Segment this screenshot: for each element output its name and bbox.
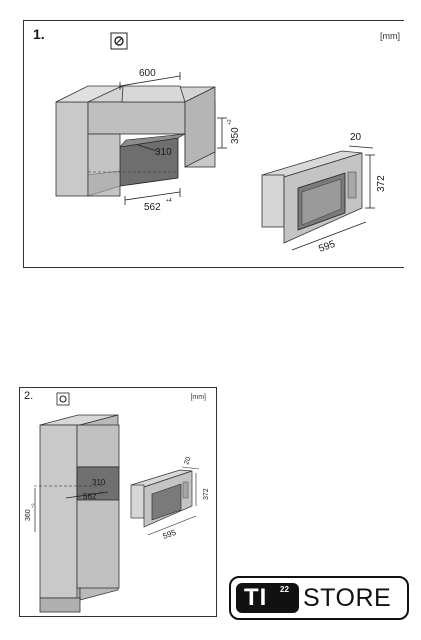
dimension-350: 350 +2	[217, 117, 241, 149]
dimension-372: 372	[365, 154, 387, 209]
step-number: 2.	[24, 390, 34, 402]
wall-cabinet	[55, 85, 216, 197]
dim-appliance-width: 595	[317, 239, 337, 255]
dim-niche-width: 562	[144, 202, 161, 213]
dimension-310: 310	[92, 478, 106, 487]
logo-superscript: 22	[280, 585, 289, 594]
dim-niche-height-tol: +2	[227, 119, 233, 125]
dim-appliance-width: 595	[162, 528, 178, 541]
microwave-appliance	[130, 469, 193, 528]
step-number: 1.	[33, 26, 45, 42]
dimension-595: 595	[147, 515, 197, 541]
unit-label: [mm]	[190, 394, 206, 401]
logo-badge: TI 22	[236, 583, 299, 613]
dim-appliance-depth: 20	[183, 456, 192, 466]
microwave-appliance	[261, 150, 363, 244]
dim-niche-height: 350	[230, 127, 241, 144]
dim-niche-height: 360	[25, 509, 32, 521]
dim-niche-width: 562	[83, 492, 97, 501]
dimension-310: 310	[137, 144, 172, 158]
dimension-20: 20	[181, 456, 200, 470]
dim-niche-width-tol: +4	[98, 490, 103, 495]
logo-store-text: STORE	[303, 584, 392, 612]
ti-store-logo: TI 22 STORE	[229, 576, 409, 620]
dim-niche-width-tol: +4	[166, 198, 172, 204]
step-2-panel: 2. [mm]	[19, 387, 217, 617]
tall-cabinet	[34, 414, 120, 613]
dimension-562: 562 +4	[65, 490, 109, 501]
dimension-600: 600	[119, 68, 181, 90]
unit-label: [mm]	[380, 31, 400, 41]
dimension-372: 372	[195, 473, 210, 506]
dim-appliance-depth: 20	[350, 132, 362, 143]
dim-niche-depth: 310	[155, 147, 172, 158]
dim-appliance-height: 372	[203, 488, 210, 500]
dimension-20: 20	[348, 132, 374, 149]
dim-niche-height-tol: +2	[30, 503, 35, 508]
dim-cabinet-width: 600	[139, 68, 156, 79]
dimension-562: 562 +4	[124, 188, 181, 213]
logo-badge-text: TI	[244, 584, 268, 611]
dim-appliance-height: 372	[376, 175, 387, 192]
tools-icon	[110, 32, 128, 50]
tools-icon	[56, 392, 70, 406]
dim-niche-depth: 310	[92, 478, 106, 487]
dimension-360: 360 +2	[25, 488, 36, 532]
